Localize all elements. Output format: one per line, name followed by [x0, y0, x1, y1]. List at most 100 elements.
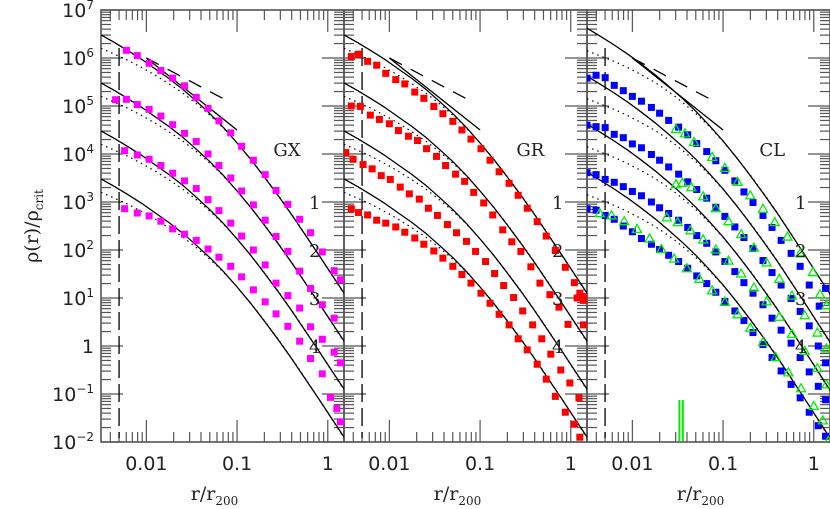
- data-point-triangle: [676, 176, 688, 187]
- curve-label: 1: [309, 193, 320, 214]
- data-point-square: [547, 350, 555, 358]
- data-point-square: [491, 270, 499, 278]
- data-point-square: [482, 258, 490, 266]
- data-point-square: [601, 124, 609, 132]
- data-point-square: [610, 178, 618, 186]
- data-point-triangle: [731, 176, 744, 186]
- data-point-square: [592, 123, 600, 131]
- y-tick-label: 103: [62, 190, 94, 214]
- y-tick-label-base: 10: [62, 96, 86, 118]
- data-point-square: [573, 294, 581, 302]
- data-point-square: [347, 205, 355, 213]
- data-point-square: [307, 229, 315, 237]
- data-point-square: [561, 408, 569, 416]
- data-point-triangle: [799, 309, 811, 320]
- data-point-square: [227, 174, 235, 182]
- data-point-square: [814, 422, 822, 430]
- data-point-square: [628, 187, 636, 195]
- data-point-square: [192, 93, 200, 101]
- data-point-square: [261, 171, 269, 179]
- data-point-triangle: [722, 215, 735, 226]
- data-point-triangle: [697, 233, 709, 244]
- curve-label: 4: [795, 337, 806, 358]
- data-point-triangle: [672, 216, 684, 227]
- data-point-square: [192, 138, 200, 146]
- data-point-square: [805, 281, 813, 289]
- data-point-square: [238, 142, 246, 150]
- reference-slope-dashed: [389, 57, 472, 102]
- data-point-square: [169, 74, 177, 82]
- y-tick-label-base: 10: [62, 144, 86, 166]
- fit-curve-dotted: [587, 146, 830, 392]
- data-point-square: [472, 247, 480, 255]
- data-point-square: [359, 161, 367, 169]
- data-point-square: [628, 92, 636, 100]
- data-point-triangle: [820, 299, 830, 310]
- fit-curve-dotted: [101, 143, 344, 391]
- data-point-square: [805, 322, 813, 330]
- data-point-square: [401, 228, 409, 236]
- panel-plot-gx: [101, 34, 344, 439]
- y-tick-label: 105: [62, 94, 94, 118]
- data-point-square: [439, 110, 447, 118]
- data-point-square: [392, 76, 400, 84]
- data-point-triangle: [782, 366, 794, 377]
- data-point-square: [366, 111, 374, 119]
- data-point-square: [462, 237, 470, 245]
- data-point-square: [477, 145, 485, 153]
- data-point-square: [121, 205, 129, 213]
- data-point-square: [420, 240, 428, 248]
- data-point-square: [721, 297, 729, 305]
- data-point-square: [375, 115, 383, 123]
- data-point-square: [647, 150, 655, 158]
- y-axis-title: ρ(r)/ρcrit: [21, 189, 46, 263]
- y-tick-label-base: 10: [62, 240, 86, 262]
- data-point-triangle: [744, 189, 756, 200]
- data-point-square: [477, 289, 485, 297]
- data-point-square: [489, 211, 497, 219]
- data-point-square: [261, 261, 269, 269]
- plot-layer: [101, 27, 830, 442]
- data-point-square: [815, 302, 823, 310]
- data-point-square: [731, 268, 739, 276]
- data-point-square: [133, 52, 141, 60]
- data-point-square: [505, 321, 513, 329]
- data-point-square: [411, 88, 419, 96]
- data-point-square: [570, 420, 578, 428]
- fit-curve-dotted: [344, 95, 587, 343]
- data-point-square: [675, 170, 683, 178]
- x-axis-title: r/r200: [191, 483, 238, 508]
- data-point-square: [272, 310, 280, 318]
- fit-curve-solid: [344, 130, 587, 390]
- data-point-square: [693, 272, 701, 280]
- data-point-square: [180, 230, 188, 238]
- data-point-square: [307, 323, 315, 331]
- y-tick-label: 107: [62, 0, 94, 22]
- data-point-triangle: [811, 362, 824, 373]
- x-tick-label: 1: [322, 453, 334, 475]
- data-point-square: [533, 360, 541, 368]
- data-point-square: [787, 380, 795, 388]
- data-point-square: [373, 216, 381, 224]
- data-point-square: [112, 96, 120, 104]
- data-point-square: [349, 155, 357, 163]
- data-point-square: [514, 191, 522, 199]
- data-point-square: [382, 69, 390, 77]
- panel-plot-cl: [587, 27, 830, 442]
- axes-layer: [100, 9, 830, 443]
- data-point-square: [394, 126, 402, 134]
- curve-label: 3: [552, 289, 563, 310]
- x-axis-title-sub: 200: [458, 494, 481, 508]
- data-point-square: [347, 102, 355, 110]
- data-point-square: [249, 201, 257, 209]
- y-tick-label: 102: [62, 238, 94, 262]
- data-point-square: [133, 101, 141, 109]
- data-point-triangle: [719, 296, 731, 306]
- y-tick-label-base: 10: [62, 0, 86, 22]
- data-point-square: [480, 199, 488, 207]
- data-point-square: [307, 354, 315, 362]
- data-point-square: [443, 221, 451, 229]
- data-point-square: [587, 169, 591, 177]
- data-point-square: [486, 299, 494, 307]
- data-point-triangle: [799, 344, 811, 355]
